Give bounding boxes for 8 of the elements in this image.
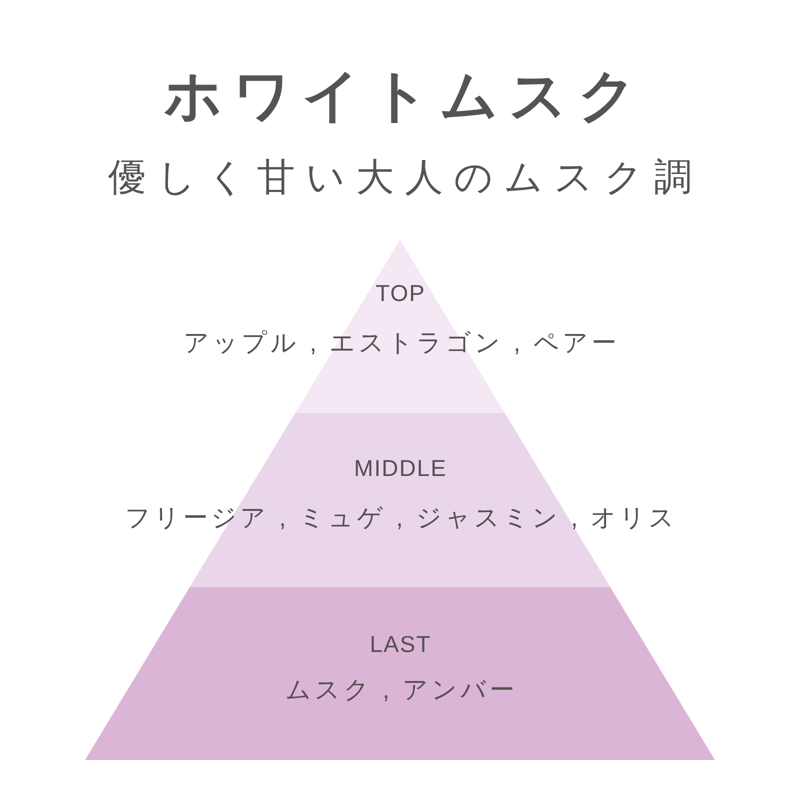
note-list: フリージア , ミュゲ , ジャスミン , オリス <box>122 503 678 533</box>
note-list: ムスク , アンバー <box>282 675 518 705</box>
title: ホワイトムスク <box>163 63 647 130</box>
subtitle: 優しく甘い大人のムスク調 <box>107 156 703 201</box>
tier-heading: TOP <box>374 280 426 308</box>
tier-heading: LAST <box>368 631 432 659</box>
note-list: アップル , エストラゴン , ペアー <box>180 328 620 358</box>
tier-heading: MIDDLE <box>353 455 447 483</box>
